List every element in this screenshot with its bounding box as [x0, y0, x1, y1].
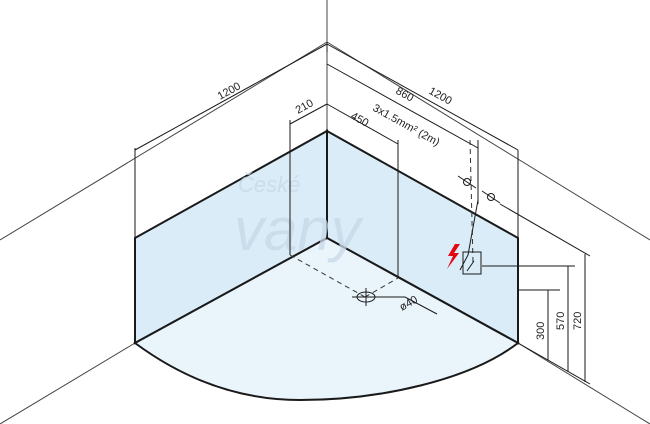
dim-300-label: 300 [535, 322, 547, 340]
dim-width-right-label: 1200 [427, 85, 454, 107]
dim-860-label: 860 [394, 85, 416, 104]
dim-860 [326, 63, 479, 204]
dim-width-left [134, 42, 328, 238]
dim-720-label: 720 [572, 312, 584, 330]
dim-width-left-label: 1200 [216, 80, 243, 102]
dim-210 [289, 103, 328, 255]
watermark-line1: České [238, 172, 300, 197]
wall-outlets [457, 175, 501, 204]
lightning-icon [447, 244, 460, 269]
dashed-lines [289, 139, 474, 298]
watermark-line2: vany [234, 196, 365, 263]
dim-450 [326, 103, 399, 278]
tub-floor [133, 236, 520, 402]
dim-width-right [326, 43, 519, 238]
dim-vertical [482, 203, 591, 385]
drain-symbol [352, 288, 438, 315]
dim-570-label: 570 [555, 312, 567, 330]
cable-spec-label: 3x1.5mm² (2m) [371, 102, 442, 149]
electrical-box [459, 199, 482, 275]
dim-210-label: 210 [294, 97, 316, 116]
